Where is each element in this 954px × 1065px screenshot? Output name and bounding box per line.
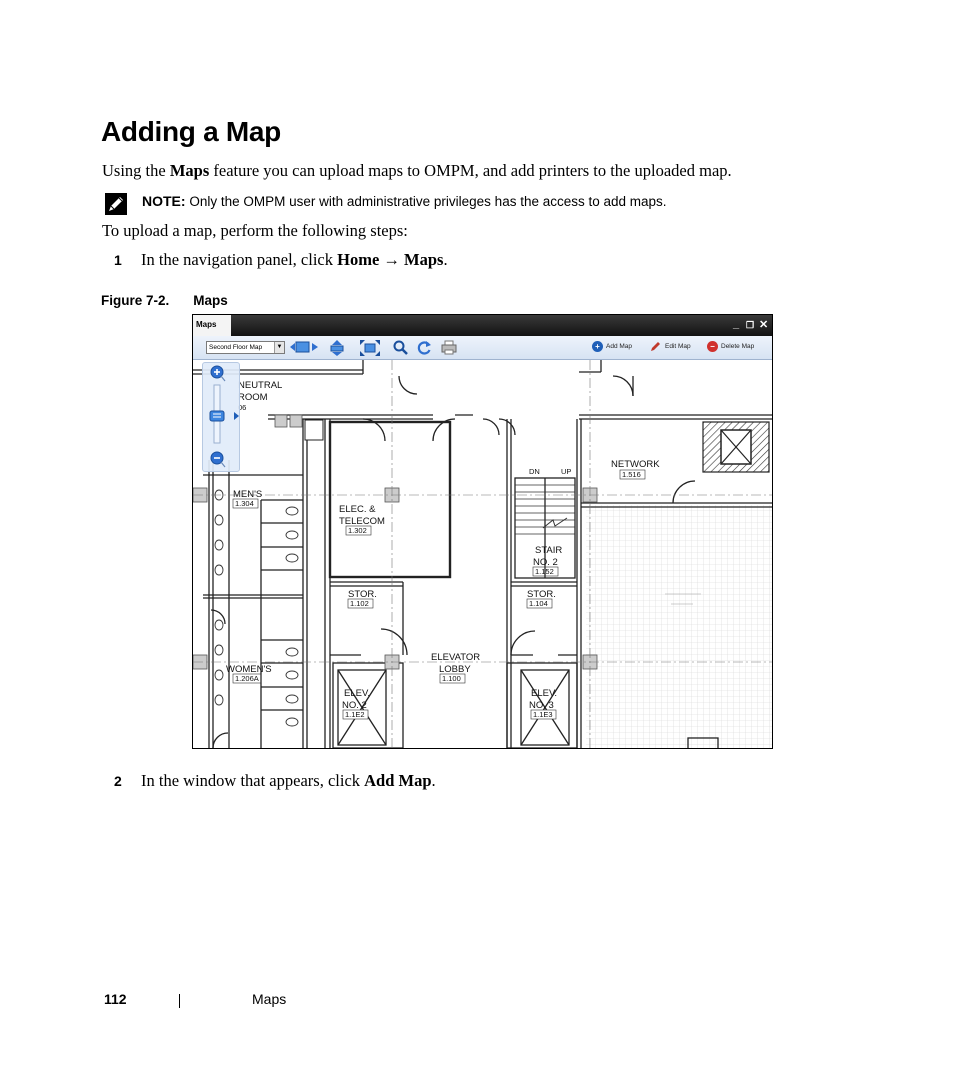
step-1-maps: Maps xyxy=(404,250,444,269)
step-1-after: . xyxy=(443,250,448,269)
upload-instruction: To upload a map, perform the following s… xyxy=(102,221,408,240)
room-label-stair-no: NO. 2 xyxy=(533,557,558,568)
room-number-network: 1.516 xyxy=(622,470,641,479)
stair-up-label: UP xyxy=(561,467,571,476)
room-label-elevator: ELEVATOR xyxy=(431,652,480,663)
pan-up-down-icon[interactable] xyxy=(329,340,345,356)
room-number-stor-left: 1.102 xyxy=(350,599,369,608)
restore-icon[interactable]: ❐ xyxy=(746,320,755,330)
room-number-elev2: 1.1E2 xyxy=(345,710,365,719)
note-label: NOTE: xyxy=(142,193,186,209)
chevron-down-icon: ▼ xyxy=(274,342,284,353)
add-icon: + xyxy=(592,341,603,352)
room-label-elec: ELEC. & xyxy=(339,504,376,515)
step-2-text: In the window that appears, click Add Ma… xyxy=(141,771,436,791)
delete-icon: − xyxy=(707,341,718,352)
section-heading: Adding a Map xyxy=(101,116,281,147)
open-area-grid xyxy=(586,505,772,748)
room-label-lobby: LOBBY xyxy=(439,664,471,675)
delete-map-label: Delete Map xyxy=(721,343,755,351)
room-label-stair: STAIR xyxy=(535,545,562,556)
note-text: Only the OMPM user with administrative p… xyxy=(189,194,667,209)
search-icon[interactable] xyxy=(393,340,408,355)
column-markers xyxy=(193,414,598,670)
room-number-neutral: 06 xyxy=(238,403,246,412)
print-icon[interactable] xyxy=(441,340,457,355)
floor-plan-map[interactable]: NEUTRAL ROOM 06 MEN'S 1.304 ELEC. & TELE… xyxy=(193,360,772,748)
figure-tag: Figure 7-2. xyxy=(101,293,170,308)
intro-bold-maps: Maps xyxy=(169,161,210,180)
figure-title: Maps xyxy=(193,293,228,308)
step-1-number: 1 xyxy=(114,252,122,268)
fit-to-screen-icon[interactable] xyxy=(360,340,380,356)
room-label-mens: MEN'S xyxy=(233,489,262,500)
map-select-value: Second Floor Map xyxy=(209,344,263,351)
step-1-home: Home xyxy=(337,250,380,269)
room-label-stor-right: STOR. xyxy=(527,589,556,600)
note-line: NOTE: Only the OMPM user with administra… xyxy=(142,193,667,209)
edit-pencil-icon xyxy=(651,342,660,351)
intro-text-before: Using the xyxy=(102,161,170,180)
minimize-icon[interactable]: _ xyxy=(733,318,740,330)
refresh-icon[interactable] xyxy=(417,340,432,355)
room-label-neutral-2: ROOM xyxy=(238,392,268,403)
zoom-control-panel xyxy=(202,362,240,472)
room-number-elev3: 1.1E3 xyxy=(533,710,553,719)
pan-left-right-icon[interactable] xyxy=(289,340,319,355)
map-toolbar: Second Floor Map ▼ +Add Map Edit Map −Del… xyxy=(193,336,772,360)
step-1-before: In the navigation panel, click xyxy=(141,250,338,269)
window-titlebar: Maps _ ❐ ✕ xyxy=(193,315,772,336)
faint-annotation xyxy=(665,593,701,605)
note-pencil-icon xyxy=(105,193,127,215)
toilet-fixtures xyxy=(214,489,299,727)
figure-caption: Figure 7-2. Maps xyxy=(101,293,228,308)
zoom-slider[interactable] xyxy=(203,363,239,471)
room-label-elev3: ELEV. xyxy=(531,688,557,699)
add-map-label: Add Map xyxy=(606,343,633,351)
room-number-elec: 1.302 xyxy=(348,526,367,535)
delete-map-button[interactable]: −Delete Map xyxy=(707,341,754,353)
maps-window-screenshot: Maps _ ❐ ✕ Second Floor Map ▼ +Add Map Ed… xyxy=(192,314,773,749)
maps-tab[interactable]: Maps xyxy=(193,315,231,336)
room-label-neutral: NEUTRAL xyxy=(238,380,282,391)
edit-map-button[interactable]: Edit Map xyxy=(650,341,691,353)
step-1-arrow: → xyxy=(379,250,405,269)
room-number-stor-right: 1.104 xyxy=(529,599,548,608)
room-label-elev3-no: NO. 3 xyxy=(529,700,554,711)
stair-dn-label: DN xyxy=(529,467,540,476)
room-label-womens: WOMEN'S xyxy=(226,664,272,675)
stair-treads xyxy=(515,484,575,535)
intro-text-after: feature you can upload maps to OMPM, and… xyxy=(209,161,732,180)
edit-map-label: Edit Map xyxy=(665,343,691,351)
step-2-add-map: Add Map xyxy=(364,771,432,790)
close-icon[interactable]: ✕ xyxy=(759,319,769,331)
room-label-network: NETWORK xyxy=(611,459,660,470)
room-number-stair: 1.152 xyxy=(535,567,554,576)
step-2-after: . xyxy=(431,771,436,790)
room-number-lobby: 1.100 xyxy=(442,674,461,683)
step-1-text: In the navigation panel, click Home → Ma… xyxy=(141,250,448,270)
room-label-telecom: TELECOM xyxy=(339,516,385,527)
step-2-number: 2 xyxy=(114,773,122,789)
room-label-elev2-no: NO. 2 xyxy=(342,700,367,711)
grid-dashes xyxy=(193,360,772,748)
map-select-dropdown[interactable]: Second Floor Map ▼ xyxy=(206,341,285,354)
room-label-stor-left: STOR. xyxy=(348,589,377,600)
step-2-before: In the window that appears, click xyxy=(141,771,365,790)
add-map-button[interactable]: +Add Map xyxy=(592,341,632,353)
footer-section-title: Maps xyxy=(252,991,287,1007)
room-label-elev2: ELEV. xyxy=(344,688,370,699)
intro-paragraph: Using the Maps feature you can upload ma… xyxy=(102,161,732,181)
room-number-mens: 1.304 xyxy=(235,499,254,508)
page-number: 112 xyxy=(104,991,127,1007)
footer-divider xyxy=(179,994,180,1008)
zoom-slider-thumb[interactable] xyxy=(209,410,225,422)
room-number-womens: 1.206A xyxy=(235,674,259,683)
